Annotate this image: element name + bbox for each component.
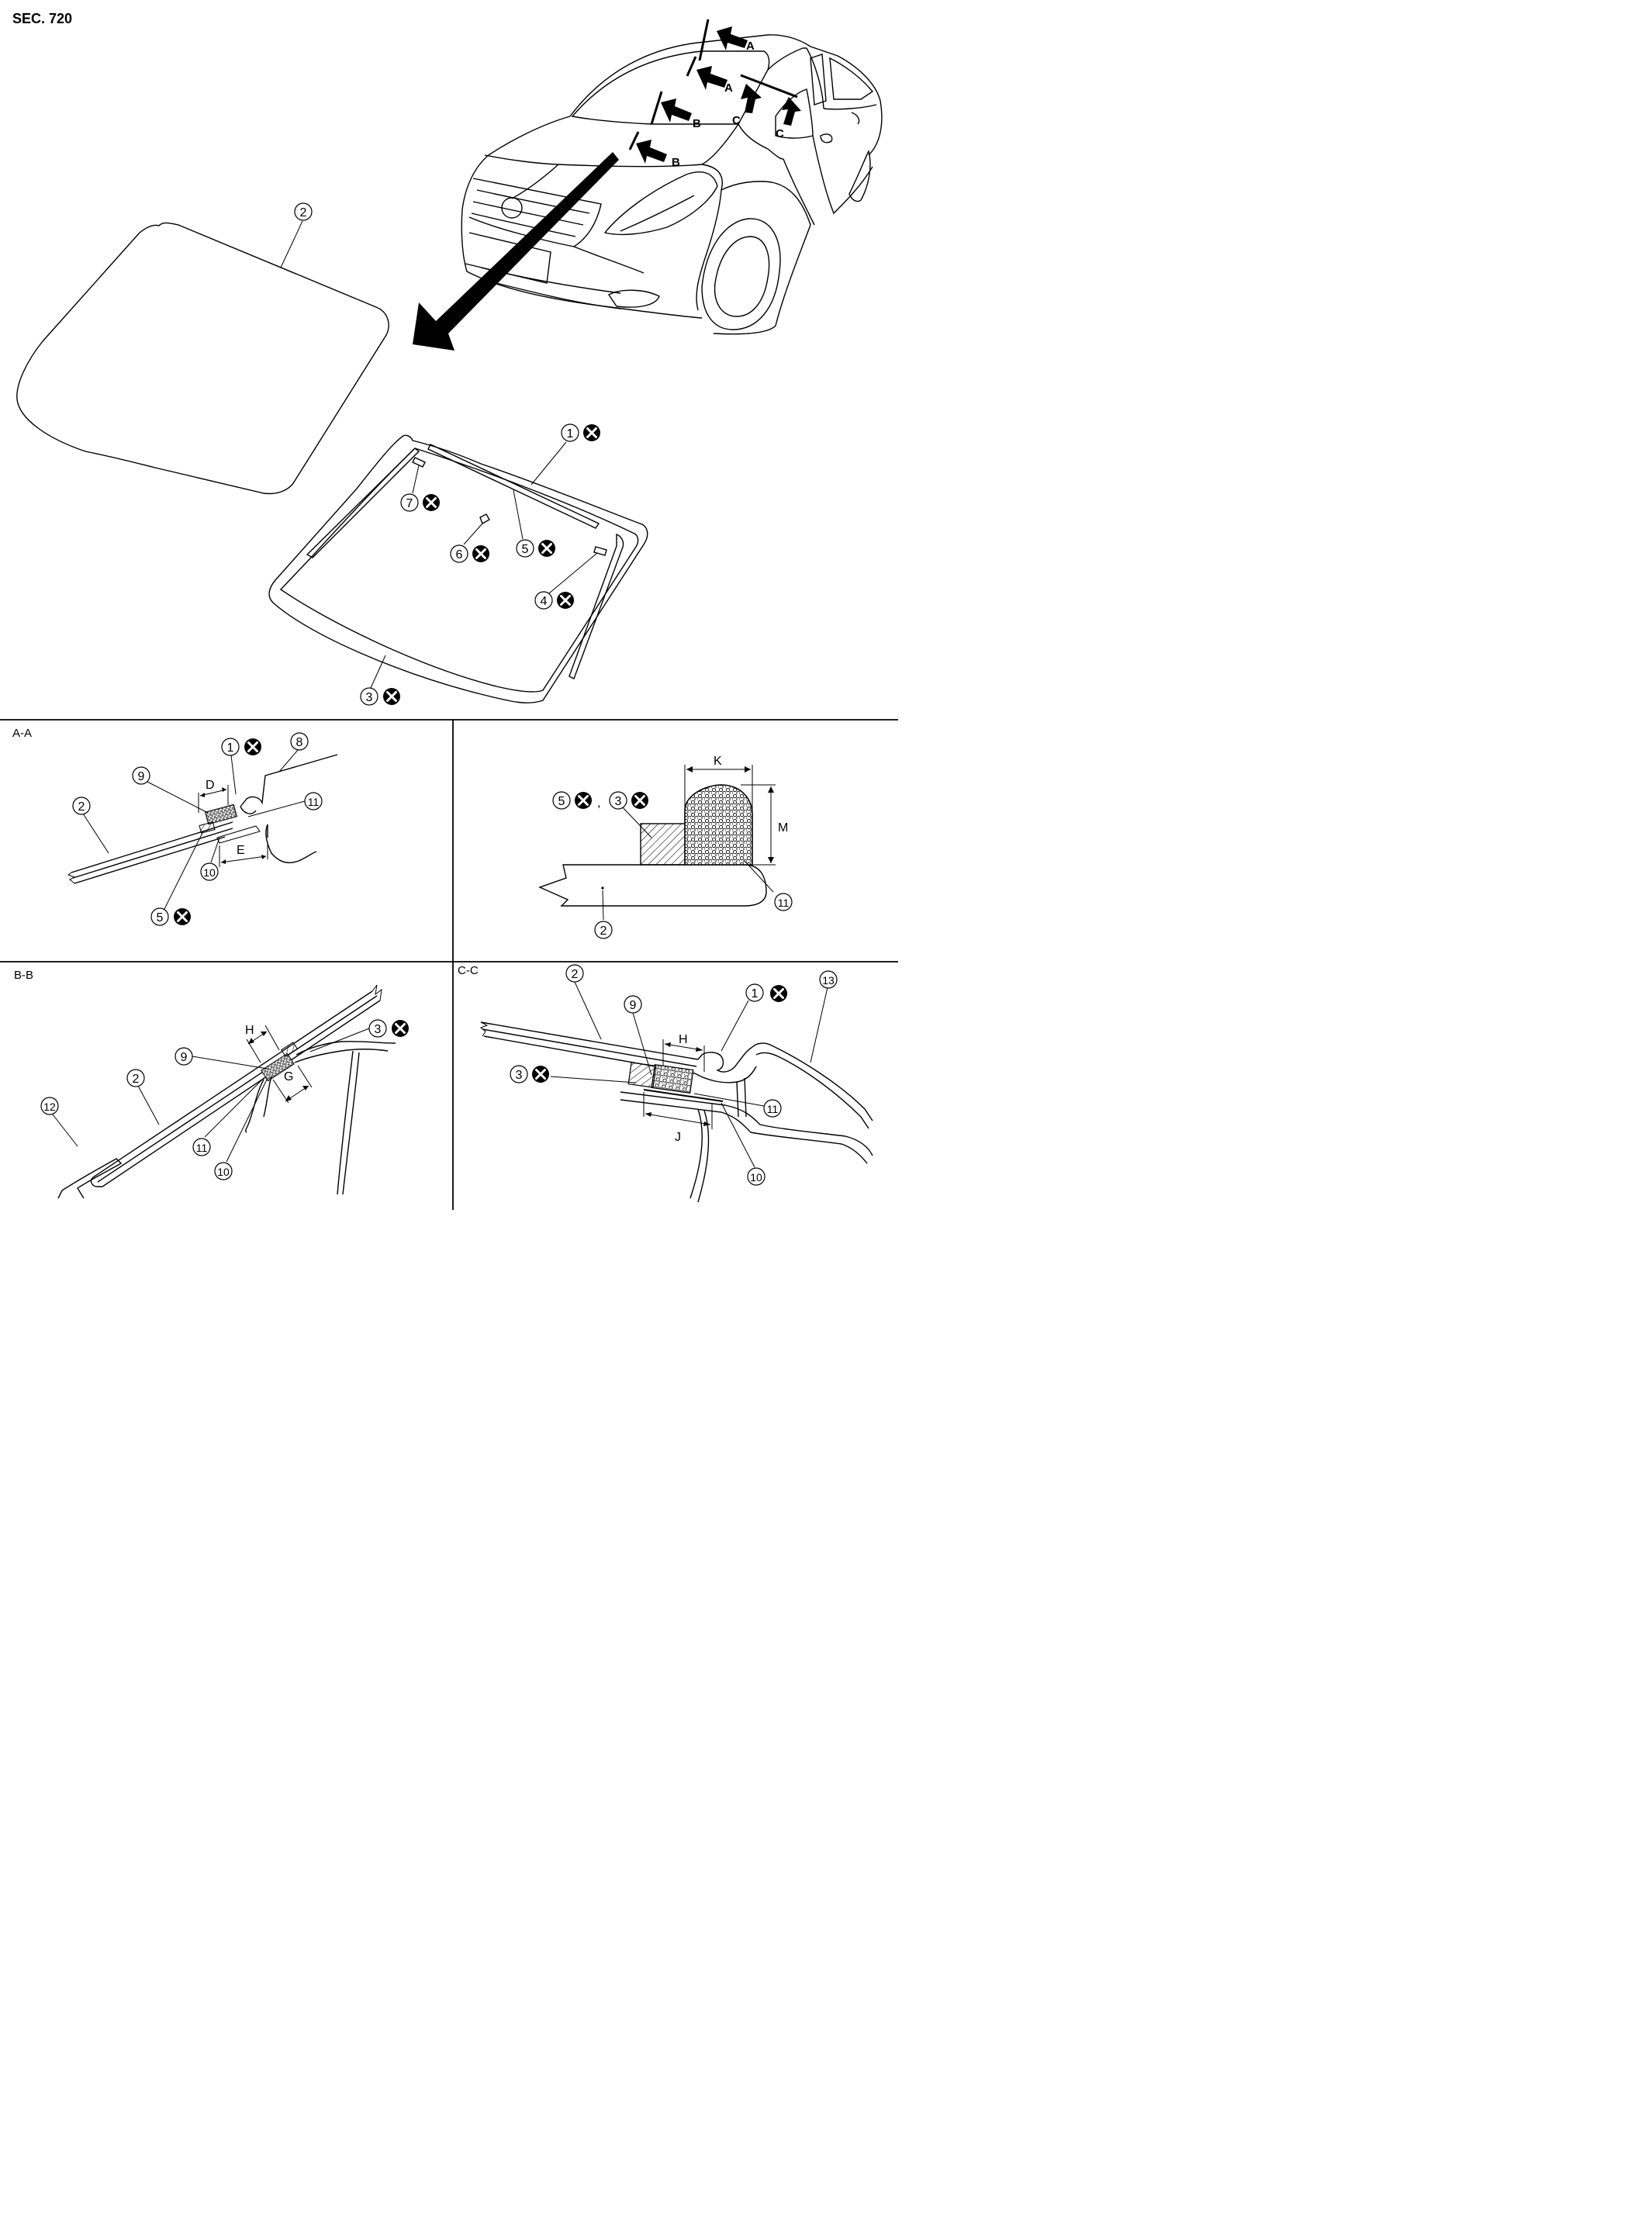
car-illustration: [461, 34, 883, 335]
section-aa-drawing: D E: [67, 749, 338, 910]
svg-text:9: 9: [630, 999, 637, 1012]
svg-text:3: 3: [366, 691, 373, 704]
svg-text:10: 10: [203, 866, 216, 879]
section-bb-drawing: H G: [52, 984, 396, 1199]
svg-text:3: 3: [516, 1069, 523, 1082]
callout-3-ring: 3: [360, 655, 402, 707]
cut-letter-a-lower: A: [724, 81, 733, 95]
svg-text:11: 11: [778, 897, 790, 909]
svg-text:7: 7: [406, 497, 413, 510]
svg-text:2: 2: [133, 1073, 140, 1086]
section-code: SEC. 720: [12, 11, 72, 26]
svg-text:2: 2: [572, 968, 579, 981]
bb-callouts: 9 2 12 11 10 3: [40, 1018, 410, 1180]
windshield-glass: [16, 222, 389, 495]
callout-1-ring: 1: [531, 423, 602, 486]
svg-text:5: 5: [558, 795, 565, 808]
comma: ,: [597, 797, 600, 810]
svg-text:6: 6: [456, 548, 463, 562]
explode-arrow: [413, 152, 619, 351]
aa-callouts: 2 9 1 8 11 10 5: [72, 732, 323, 927]
dim-d: D: [206, 779, 215, 792]
svg-text:2: 2: [600, 924, 607, 938]
svg-text:12: 12: [43, 1101, 56, 1113]
cut-letter-b-lower: B: [672, 156, 680, 169]
dim-h-cc: H: [679, 1033, 688, 1046]
callout-7: 7: [400, 465, 441, 513]
svg-text:2: 2: [78, 800, 85, 814]
dim-k: K: [714, 755, 722, 768]
svg-text:1: 1: [227, 741, 234, 755]
svg-text:13: 13: [822, 974, 835, 987]
dim-j: J: [675, 1131, 681, 1144]
section-label-cc: C-C: [458, 964, 479, 977]
cut-letter-c-left: C: [732, 114, 741, 127]
svg-text:11: 11: [196, 1142, 208, 1154]
dim-g: G: [284, 1070, 293, 1083]
svg-text:3: 3: [615, 795, 622, 808]
molding-assembly: [268, 434, 648, 703]
dim-m: M: [778, 821, 788, 835]
section-label-aa: A-A: [12, 727, 32, 740]
svg-text:9: 9: [138, 770, 145, 783]
svg-text:1: 1: [567, 427, 574, 441]
section-cut-markers: A A B B C C: [628, 19, 801, 169]
dim-h-bb: H: [245, 1024, 254, 1037]
svg-text:11: 11: [308, 796, 320, 808]
svg-text:5: 5: [157, 911, 164, 924]
section-cc-drawing: H J: [480, 981, 873, 1203]
svg-text:10: 10: [750, 1171, 762, 1184]
svg-text:8: 8: [296, 736, 303, 749]
cut-letter-c-right: C: [776, 127, 784, 140]
section-label-bb: B-B: [14, 969, 33, 982]
svg-text:5: 5: [522, 543, 529, 556]
leader-2-top: [280, 220, 303, 268]
cc-callouts: 2 9 1 13 3 11 10: [510, 964, 838, 1186]
svg-text:11: 11: [767, 1103, 779, 1115]
svg-text:10: 10: [217, 1166, 230, 1178]
svg-text:2: 2: [300, 206, 307, 219]
detail-callouts: 5 , 3 11 2: [552, 790, 793, 939]
dim-e: E: [237, 844, 245, 857]
svg-text:9: 9: [181, 1051, 188, 1064]
callout-6: 6: [450, 523, 491, 564]
callout-4: 4: [534, 552, 598, 610]
svg-text:4: 4: [541, 595, 548, 608]
section-grid: [0, 719, 898, 1210]
windshield-diagram: SEC. 720: [0, 11, 898, 1210]
cut-letter-a-upper: A: [746, 40, 755, 53]
detail-bead-section: K M: [538, 755, 788, 921]
svg-text:3: 3: [375, 1023, 382, 1036]
cut-letter-b-upper: B: [693, 117, 701, 130]
callout-2-top: 2: [294, 202, 313, 221]
svg-text:1: 1: [752, 987, 759, 1000]
callout-5-ring: 5: [513, 489, 557, 558]
